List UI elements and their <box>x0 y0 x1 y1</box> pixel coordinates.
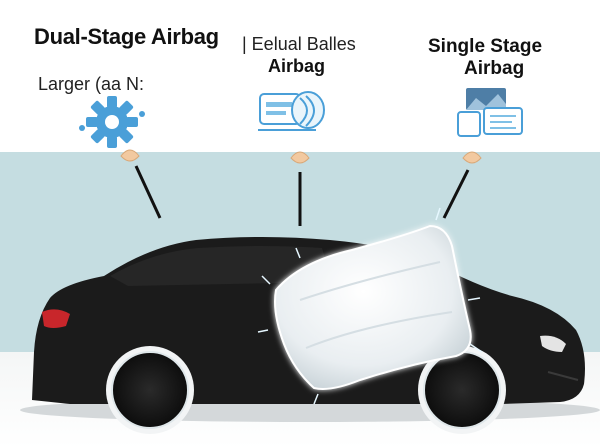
pointer-line-left <box>134 165 162 219</box>
main-title: Dual-Stage Airbag <box>34 24 219 49</box>
middle-title-line1: | Eelual Balles <box>242 34 356 54</box>
rear-wheel <box>106 346 194 434</box>
middle-title-line2: Airbag <box>268 56 326 76</box>
car-window <box>110 246 332 286</box>
pointer-line-right <box>442 169 470 219</box>
pointer-pin-icon <box>462 151 482 164</box>
inflator-icon <box>258 91 325 131</box>
tail-light <box>42 309 70 328</box>
gear-icon <box>79 96 145 148</box>
module-icon <box>457 88 523 137</box>
head-light <box>540 335 566 352</box>
pointer-pin-icon <box>120 149 140 162</box>
front-wheel <box>418 346 506 434</box>
pointer-pin-icon <box>290 151 310 164</box>
left-subtitle: Larger (aa N: <box>38 74 145 94</box>
front-grille <box>547 371 579 381</box>
airbag <box>274 224 472 390</box>
right-title-line1: Single Stage <box>428 36 543 57</box>
airbag-sparkles <box>257 207 483 405</box>
right-title-line2: Airbag <box>464 58 525 79</box>
